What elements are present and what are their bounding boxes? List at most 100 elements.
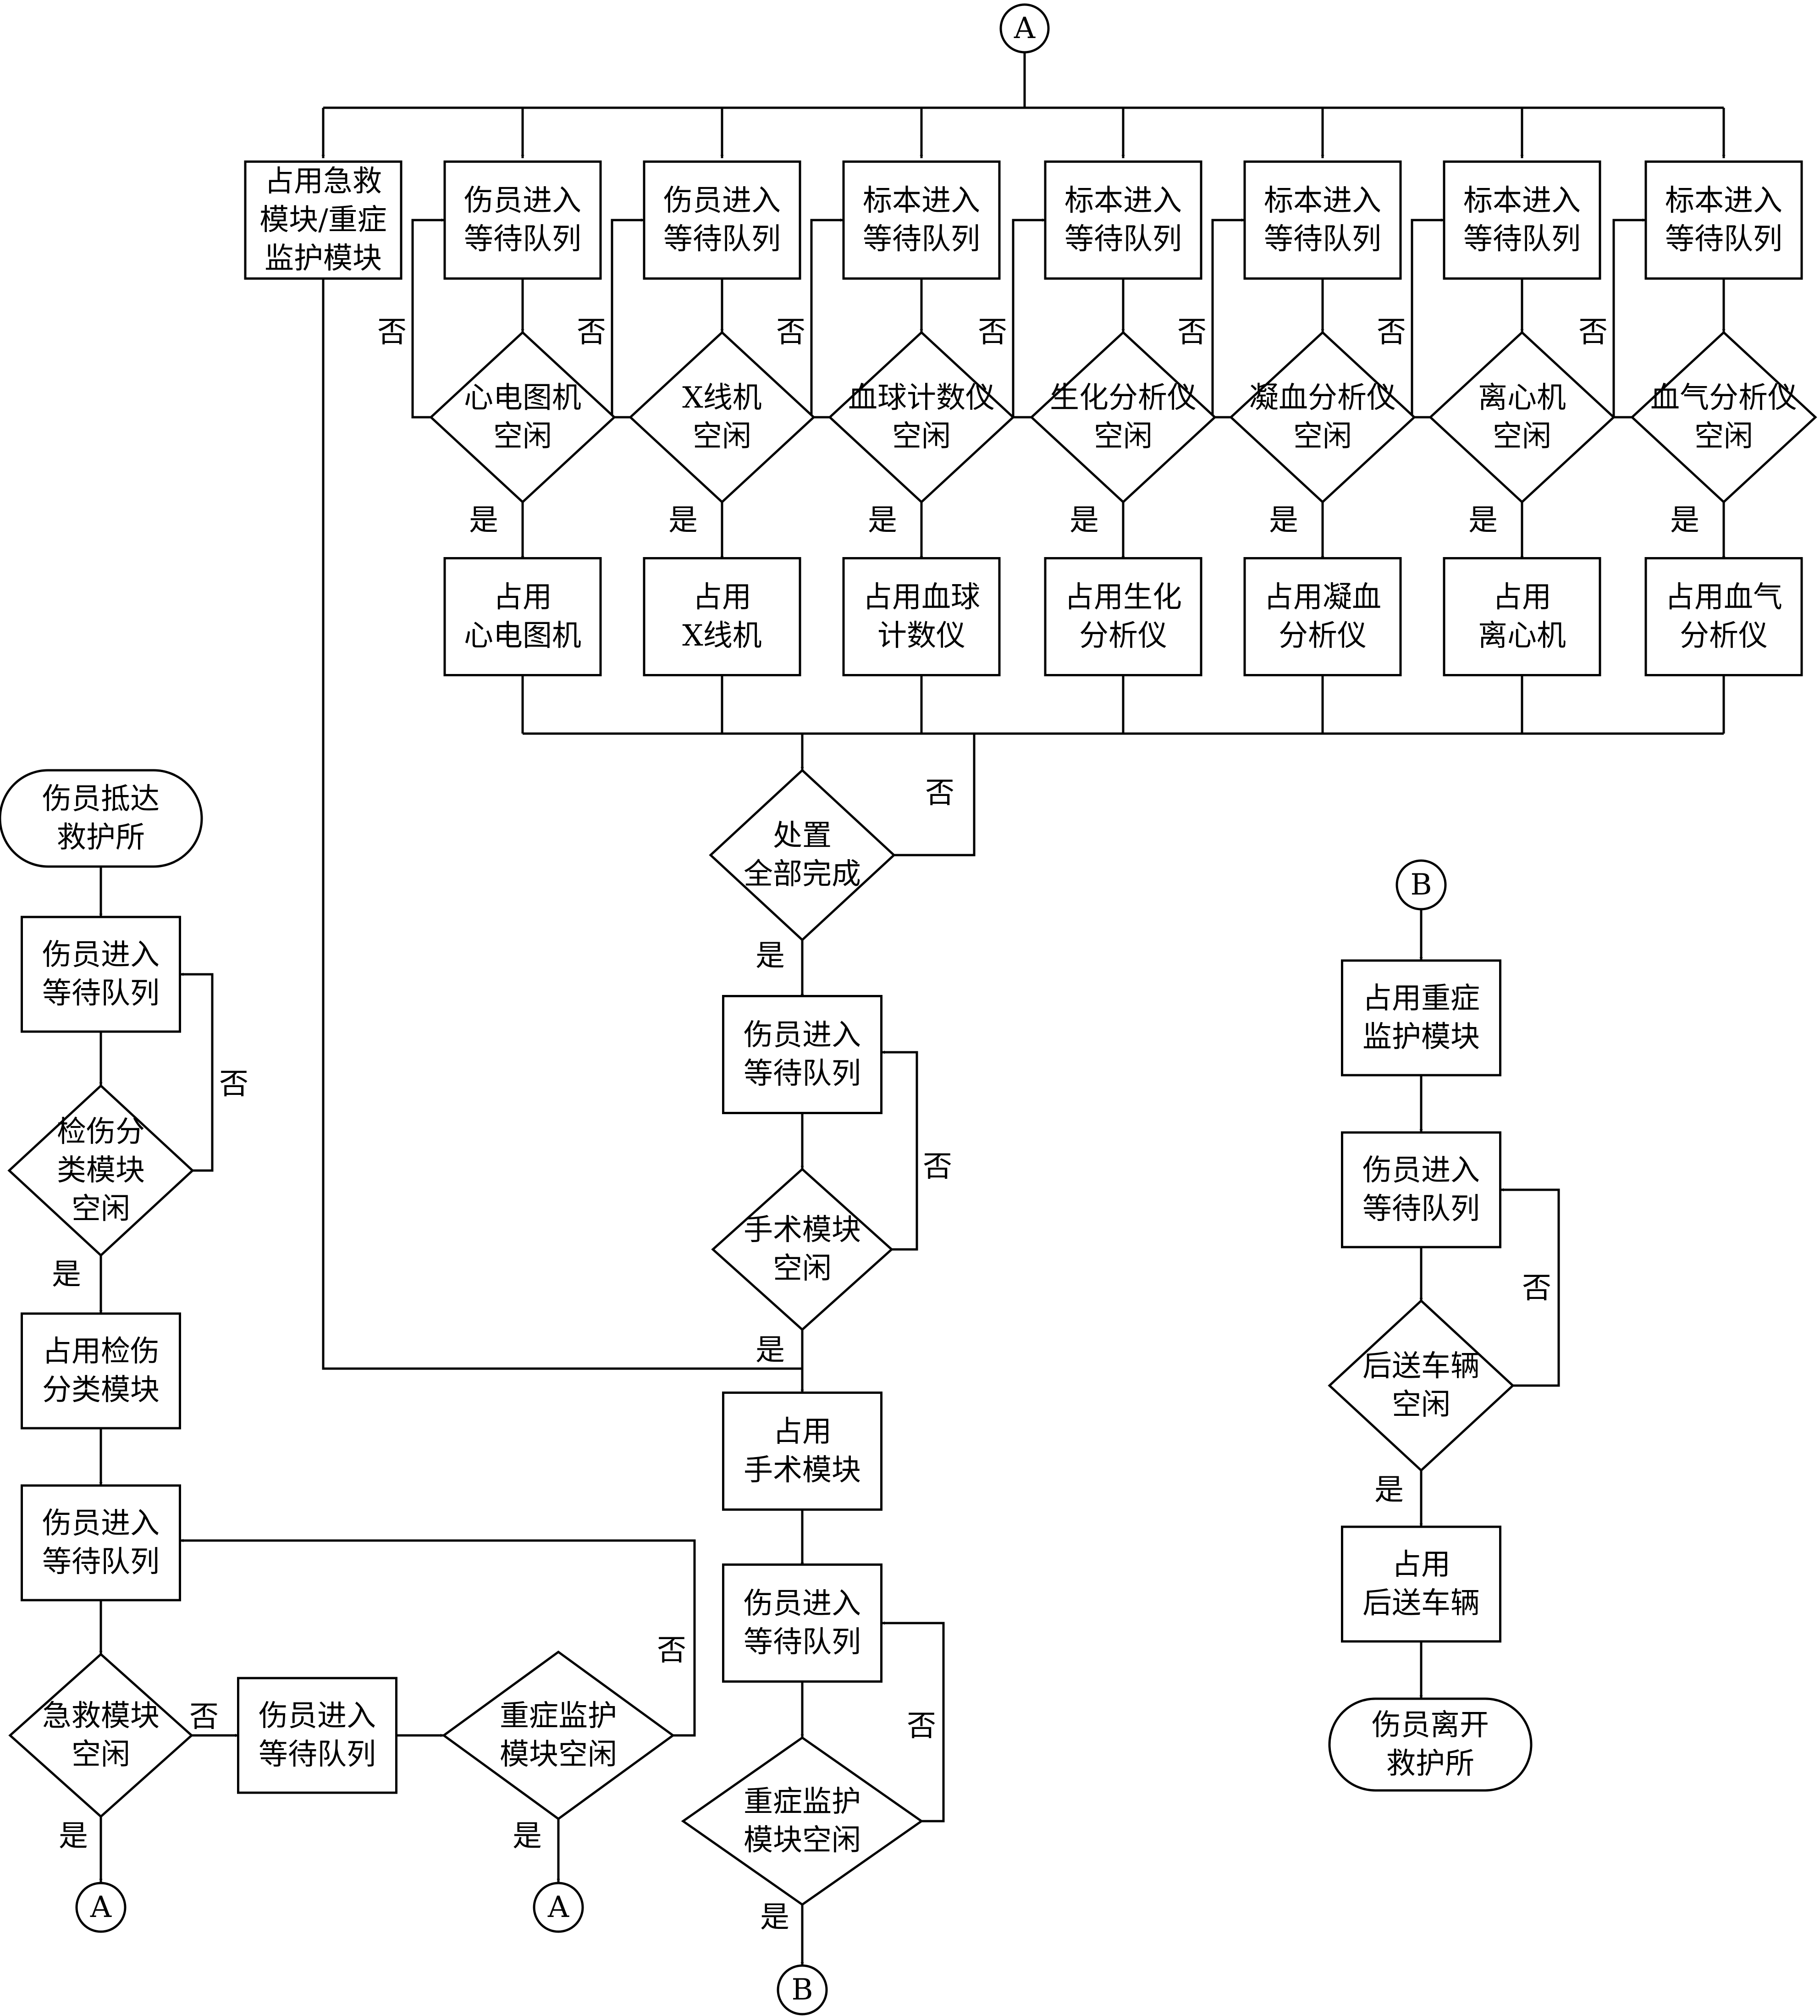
queue-icu-box-center-shape [722, 1563, 882, 1683]
occupy-equipment-box-5-text: 占用凝血 [1264, 580, 1381, 614]
connector-a-top-text: A [1014, 11, 1036, 45]
triage-free-decision-shape [7, 1084, 194, 1257]
queue-triage-box-text: 等待队列 [42, 977, 160, 1011]
occupy-vehicle-box-text: 占用 [1392, 1548, 1450, 1582]
retry-line [180, 1539, 696, 1737]
occupy-emergency-icu-box-text: 模块/重症 [259, 203, 387, 237]
start-terminal-shape [0, 769, 203, 868]
equipment-free-decision-3-shape [828, 331, 1015, 504]
queue-icu-box-center-text: 等待队列 [744, 1625, 861, 1659]
yes-label: 是 [469, 503, 498, 537]
queue-box-4-text: 等待队列 [1064, 222, 1182, 256]
equipment-free-decision-7-shape [1630, 331, 1817, 504]
equipment-free-decision-4-text: 生化分析仪 [1050, 381, 1197, 415]
yes-label: 是 [59, 1819, 88, 1853]
yes-label: 是 [668, 503, 698, 537]
connector-a-left-2-shape [533, 1882, 584, 1933]
yes-label: 是 [52, 1258, 81, 1292]
no-label: 否 [1377, 315, 1406, 349]
no-label: 否 [219, 1067, 248, 1101]
equipment-free-decision-2-text: X线机 [682, 381, 762, 415]
emergency-free-decision-text: 空闲 [72, 1738, 130, 1772]
occupy-equipment-box-6-text: 离心机 [1478, 619, 1566, 653]
occupy-equipment-box-2-text: 占用 [693, 580, 751, 614]
queue-icu-box-left-text: 伤员进入 [259, 1699, 376, 1733]
retry-line [882, 1050, 918, 1251]
no-label: 否 [189, 1700, 219, 1734]
connector-a-left-1-text: A [90, 1890, 112, 1924]
yes-label: 是 [1468, 503, 1498, 537]
queue-box-3-shape [842, 160, 1001, 280]
retry-line [611, 218, 644, 419]
equipment-free-decision-1-text: 空闲 [493, 420, 552, 453]
queue-box-1-text: 伤员进入 [464, 184, 581, 218]
connector-b-bottom: B [777, 1964, 828, 2016]
triage-free-decision-text: 空闲 [72, 1192, 130, 1226]
yes-label: 是 [1670, 503, 1699, 537]
no-label: 否 [377, 315, 407, 349]
queue-box-6-text: 标本进入 [1463, 184, 1581, 218]
all-done-decision-text: 处置 [773, 819, 832, 853]
occupy-equipment-box-2-shape [643, 557, 801, 676]
occupy-equipment-box-7-text: 分析仪 [1680, 619, 1768, 653]
surgery-free-decision-shape [711, 1167, 893, 1331]
vehicle-free-decision-text: 空闲 [1392, 1388, 1450, 1422]
yes-label: 是 [1374, 1473, 1404, 1507]
occupy-icu-box-right-text: 监护模块 [1362, 1020, 1480, 1054]
queue-box-5-text: 等待队列 [1264, 222, 1381, 256]
retry-line [411, 218, 445, 419]
retry-line [1612, 218, 1646, 419]
yes-label: 是 [513, 1819, 542, 1853]
occupy-equipment-box-7-text: 占用血气 [1665, 580, 1782, 614]
queue-box-2-text: 伤员进入 [663, 184, 781, 218]
yes-label: 是 [760, 1900, 789, 1934]
icu-free-decision-center-text: 模块空闲 [744, 1823, 861, 1857]
queue-box-7-text: 标本进入 [1665, 184, 1782, 218]
no-label: 否 [1522, 1271, 1551, 1305]
equipment-free-decision-3-text: 空闲 [892, 420, 951, 453]
no-label: 否 [1177, 315, 1207, 349]
connector-b-top-shape [1395, 859, 1447, 911]
no-label: 否 [577, 315, 606, 349]
connector-a-top-shape [999, 3, 1050, 54]
end-terminal-shape [1328, 1697, 1533, 1792]
retry-line [1012, 218, 1045, 419]
occupy-equipment-box-6-text: 占用 [1493, 580, 1551, 614]
yes-label: 是 [1070, 503, 1099, 537]
icu-free-decision-center-text: 重症监护 [744, 1785, 861, 1819]
occupy-emergency-icu-box-shape [244, 160, 403, 280]
queue-box-3-text: 等待队列 [863, 222, 980, 256]
occupy-surgery-box-text: 占用 [773, 1415, 832, 1449]
end-terminal-text: 伤员离开 [1372, 1708, 1489, 1742]
queue-surgery-box-text: 等待队列 [744, 1057, 861, 1091]
equipment-free-decision-2-text: 空闲 [693, 420, 751, 453]
connector-a-left-2: A [533, 1882, 584, 1933]
connector-a-left-1: A [75, 1882, 127, 1933]
flow-nodes: A占用急救模块/重症监护模块伤员进入等待队列心电图机空闲占用心电图机伤员进入等待… [0, 3, 1817, 2016]
queue-surgery-box-text: 伤员进入 [744, 1018, 861, 1052]
retry-line [180, 972, 214, 1172]
equipment-free-decision-3-text: 血球计数仪 [848, 381, 995, 415]
occupy-vehicle-box-text: 后送车辆 [1362, 1586, 1480, 1620]
no-label: 否 [978, 315, 1007, 349]
queue-box-4-shape [1044, 160, 1202, 280]
occupy-icu-box-right-shape [1341, 959, 1501, 1077]
